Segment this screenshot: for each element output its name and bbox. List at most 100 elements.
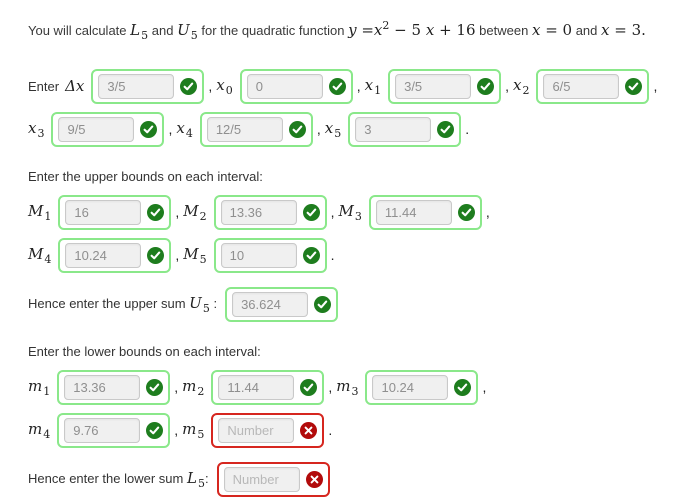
answer-box-M1 [58, 194, 172, 230]
field-m4: m4 , [28, 412, 178, 448]
answer-box-dx [91, 68, 205, 104]
math-U5: U5 [189, 293, 210, 315]
field-m3: m3 , [336, 369, 486, 405]
row-m1-m3: m1 , m2 , m3 , [28, 369, 673, 405]
var-label-x1: x1 [364, 75, 382, 97]
row-delta-x: Enter Δx , x0 , x1 , x2 [28, 68, 673, 104]
answer-box-U5 [225, 286, 339, 322]
answer-box-m3 [365, 369, 479, 405]
math-L5: L5 [186, 468, 205, 490]
check-icon [146, 378, 164, 396]
var-label-x0: x0 [216, 75, 233, 97]
math-U5: U5 [177, 21, 198, 42]
check-icon [477, 77, 495, 95]
dx-input[interactable] [98, 73, 175, 99]
x3-input[interactable] [58, 116, 135, 142]
answer-box-x4 [199, 111, 313, 147]
check-icon [147, 246, 165, 264]
cross-icon [300, 421, 318, 439]
m1-input[interactable] [64, 374, 141, 400]
M2-input[interactable] [220, 199, 297, 225]
var-label-x2: x2 [512, 75, 530, 97]
field-M1: M1 , [28, 194, 179, 230]
check-icon [302, 246, 320, 264]
var-label-m2: m2 [182, 376, 205, 398]
x1-input[interactable] [395, 73, 472, 99]
answer-box-M5 [213, 237, 327, 273]
answer-box-m4 [57, 412, 171, 448]
x2-input[interactable] [543, 73, 620, 99]
answer-box-M2 [213, 194, 327, 230]
title-text: You will calculate [28, 23, 127, 38]
field-x1: x1 , [364, 68, 509, 104]
M4-input[interactable] [65, 242, 142, 268]
cross-icon [305, 470, 323, 488]
problem-statement: You will calculate L5 and U5 for the qua… [28, 19, 646, 42]
math-x-equals-0: x = 0 [531, 21, 573, 39]
answer-box-M3 [368, 194, 482, 230]
var-label-M5: M5 [183, 244, 207, 266]
L5-input[interactable] [223, 466, 300, 492]
check-icon [180, 77, 198, 95]
m3-input[interactable] [372, 374, 449, 400]
field-x0: x0 , [216, 68, 361, 104]
field-M4: M4 , [28, 237, 179, 273]
var-label-m5: m5 [182, 419, 205, 441]
answer-box-m5 [211, 412, 325, 448]
field-x5: x5 . [325, 111, 469, 147]
answer-box-m2 [211, 369, 325, 405]
M3-input[interactable] [375, 199, 452, 225]
var-label-m4: m4 [28, 419, 51, 441]
field-m5: m5 . [182, 412, 332, 448]
lower-sum-row: Hence enter the lower sum L5: [28, 461, 673, 497]
x4-input[interactable] [206, 116, 283, 142]
answer-box-x3 [51, 111, 165, 147]
M5-input[interactable] [220, 242, 297, 268]
answer-box-x1 [388, 68, 502, 104]
var-label-M3: M3 [338, 201, 362, 223]
math-L5: L5 [130, 21, 149, 42]
upper-sum-row: Hence enter the upper sum U5 : [28, 286, 673, 322]
var-label-x4: x4 [176, 118, 193, 140]
answer-box-M4 [58, 237, 172, 273]
check-icon [288, 120, 306, 138]
field-x2: x2 , [512, 68, 657, 104]
check-icon [147, 203, 165, 221]
check-icon [328, 77, 346, 95]
m5-input[interactable] [218, 417, 295, 443]
row-M4-M5: M4 , M5 . [28, 237, 673, 273]
field-m1: m1 , [28, 369, 178, 405]
var-label-x3: x3 [28, 118, 45, 140]
math-function: y =x2 − 5 x + 16 [348, 19, 476, 39]
answer-box-L5 [216, 461, 330, 497]
check-icon [625, 77, 643, 95]
var-label-M1: M1 [28, 201, 52, 223]
check-icon [437, 120, 455, 138]
field-M2: M2 , [183, 194, 335, 230]
x0-input[interactable] [246, 73, 323, 99]
M1-input[interactable] [65, 199, 142, 225]
upper-sum-label: Hence enter the upper sum U5 : [28, 293, 218, 315]
m4-input[interactable] [64, 417, 141, 443]
check-icon [300, 378, 318, 396]
m2-input[interactable] [218, 374, 295, 400]
U5-input[interactable] [232, 291, 309, 317]
row-x3-x5: x3 , x4 , x5 . [28, 111, 673, 147]
check-icon [146, 421, 164, 439]
row-m4-m5: m4 , m5 . [28, 412, 673, 448]
field-m2: m2 , [182, 369, 332, 405]
answer-box-x2 [536, 68, 650, 104]
check-icon [314, 295, 332, 313]
math-x-equals-3: x = 3. [601, 21, 646, 39]
upper-bounds-heading: Enter the upper bounds on each interval: [28, 168, 263, 184]
field-x4: x4 , [176, 111, 321, 147]
field-M5: M5 . [183, 237, 335, 273]
field-x3: x3 , [28, 111, 172, 147]
var-label-M2: M2 [183, 201, 207, 223]
answer-box-x5 [348, 111, 462, 147]
x5-input[interactable] [355, 116, 432, 142]
answer-box-x0 [239, 68, 353, 104]
row-M1-M3: M1 , M2 , M3 , [28, 194, 673, 230]
lower-sum-label: Hence enter the lower sum L5: [28, 468, 209, 490]
